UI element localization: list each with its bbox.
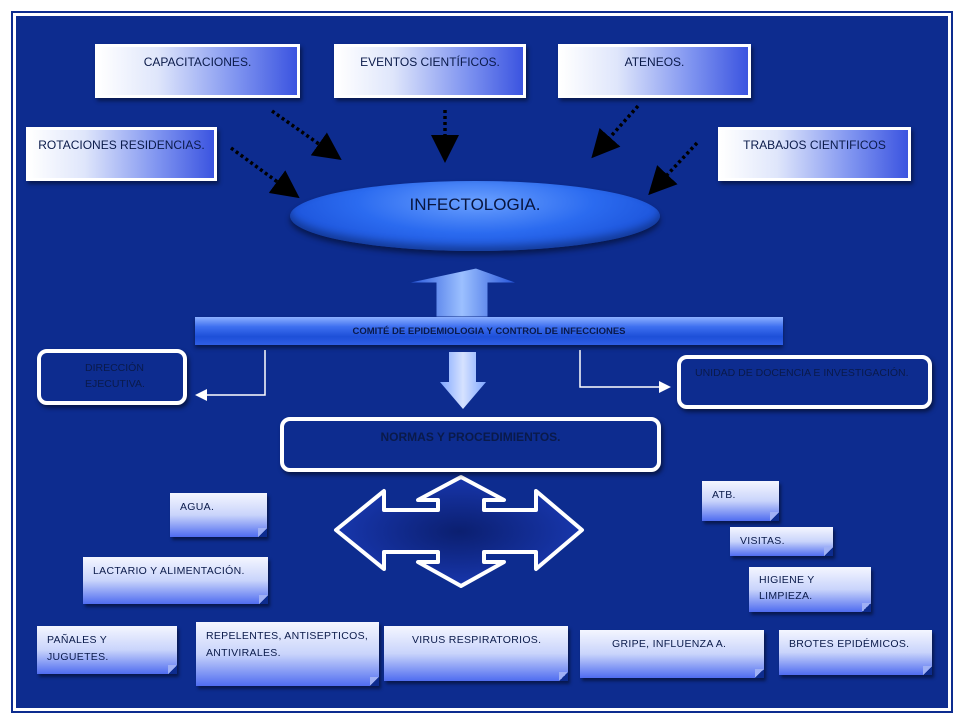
arrow-rotaciones bbox=[229, 146, 300, 199]
virus-label: VIRUS RESPIRATORIOS. bbox=[412, 634, 542, 646]
eventos-cientificos-label: EVENTOS CIENTÍFICOS. bbox=[360, 55, 500, 69]
gripe-label: GRIPE, INFLUENZA A. bbox=[612, 638, 727, 650]
topic-repelentes: REPELENTES, ANTISEPTICOS, ANTIVIRALES. bbox=[196, 622, 379, 686]
trabajos-cientificos-label: TRABAJOS CIENTIFICOS bbox=[743, 138, 886, 152]
capacitaciones-box: CAPACITACIONES. bbox=[95, 44, 300, 98]
connector-unidad bbox=[579, 350, 671, 393]
four-way-arrow bbox=[334, 475, 584, 588]
comite-epidemiologia-bar: COMITÉ DE EPIDEMIOLOGIA Y CONTROL DE INF… bbox=[195, 317, 783, 345]
unidad-docencia-box: UNIDAD DE DOCENCIA E INVESTIGACIÓN. bbox=[677, 355, 932, 409]
direccion-ejecutiva-box: DIRECCIÓN EJECUTIVA. bbox=[37, 349, 187, 405]
ateneos-box: ATENEOS. bbox=[558, 44, 751, 98]
arrow-capacitaciones bbox=[270, 109, 342, 161]
down-arrow bbox=[440, 352, 486, 409]
infectologia-ellipse: INFECTOLOGIA. bbox=[290, 181, 660, 251]
topic-virus: VIRUS RESPIRATORIOS. bbox=[384, 626, 568, 681]
eventos-cientificos-box: EVENTOS CIENTÍFICOS. bbox=[334, 44, 526, 98]
topic-agua: AGUA. bbox=[170, 493, 267, 537]
agua-label: AGUA. bbox=[180, 501, 215, 513]
direccion-line2: EJECUTIVA. bbox=[85, 377, 145, 390]
direccion-line1: DIRECCIÓN bbox=[85, 362, 144, 374]
capacitaciones-label: CAPACITACIONES. bbox=[143, 55, 252, 69]
trabajos-cientificos-box: TRABAJOS CIENTIFICOS bbox=[718, 127, 911, 181]
topic-gripe: GRIPE, INFLUENZA A. bbox=[580, 630, 764, 678]
atb-label: ATB. bbox=[712, 489, 736, 501]
visitas-label: VISITAS. bbox=[740, 535, 785, 547]
topic-atb: ATB. bbox=[702, 481, 779, 521]
comite-label: COMITÉ DE EPIDEMIOLOGIA Y CONTROL DE INF… bbox=[352, 325, 626, 337]
infectologia-label: INFECTOLOGIA. bbox=[409, 195, 541, 214]
arrow-trabajos bbox=[648, 141, 699, 196]
rotaciones-residencias-box: ROTACIONES RESIDENCIAS. bbox=[26, 127, 217, 181]
panales-label: PAÑALES Y JUGUETES. bbox=[47, 634, 109, 663]
repelentes-line2: ANTIVIRALES. bbox=[206, 646, 281, 659]
up-arrow bbox=[405, 267, 519, 318]
topic-brotes: BROTES EPIDÉMICOS. bbox=[779, 630, 932, 675]
higiene-line2: LIMPIEZA. bbox=[759, 589, 813, 602]
topic-panales: PAÑALES Y JUGUETES. bbox=[37, 626, 177, 674]
unidad-docencia-label: UNIDAD DE DOCENCIA E INVESTIGACIÓN. bbox=[695, 367, 909, 379]
brotes-label: BROTES EPIDÉMICOS. bbox=[789, 638, 910, 650]
repelentes-line1: REPELENTES, ANTISEPTICOS, bbox=[206, 630, 369, 642]
topic-lactario: LACTARIO Y ALIMENTACIÓN. bbox=[83, 557, 268, 604]
higiene-line1: HIGIENE Y bbox=[759, 574, 815, 586]
ateneos-label: ATENEOS. bbox=[624, 55, 685, 69]
arrow-ateneos bbox=[591, 104, 640, 159]
topic-higiene: HIGIENE Y LIMPIEZA. bbox=[749, 567, 871, 612]
normas-procedimientos-box: NORMAS Y PROCEDIMIENTOS. bbox=[280, 417, 661, 472]
rotaciones-residencias-label: ROTACIONES RESIDENCIAS. bbox=[38, 138, 205, 152]
normas-procedimientos-label: NORMAS Y PROCEDIMIENTOS. bbox=[380, 430, 561, 444]
topic-visitas: VISITAS. bbox=[730, 527, 833, 556]
connector-direccion bbox=[195, 350, 266, 401]
lactario-label: LACTARIO Y ALIMENTACIÓN. bbox=[93, 565, 245, 577]
